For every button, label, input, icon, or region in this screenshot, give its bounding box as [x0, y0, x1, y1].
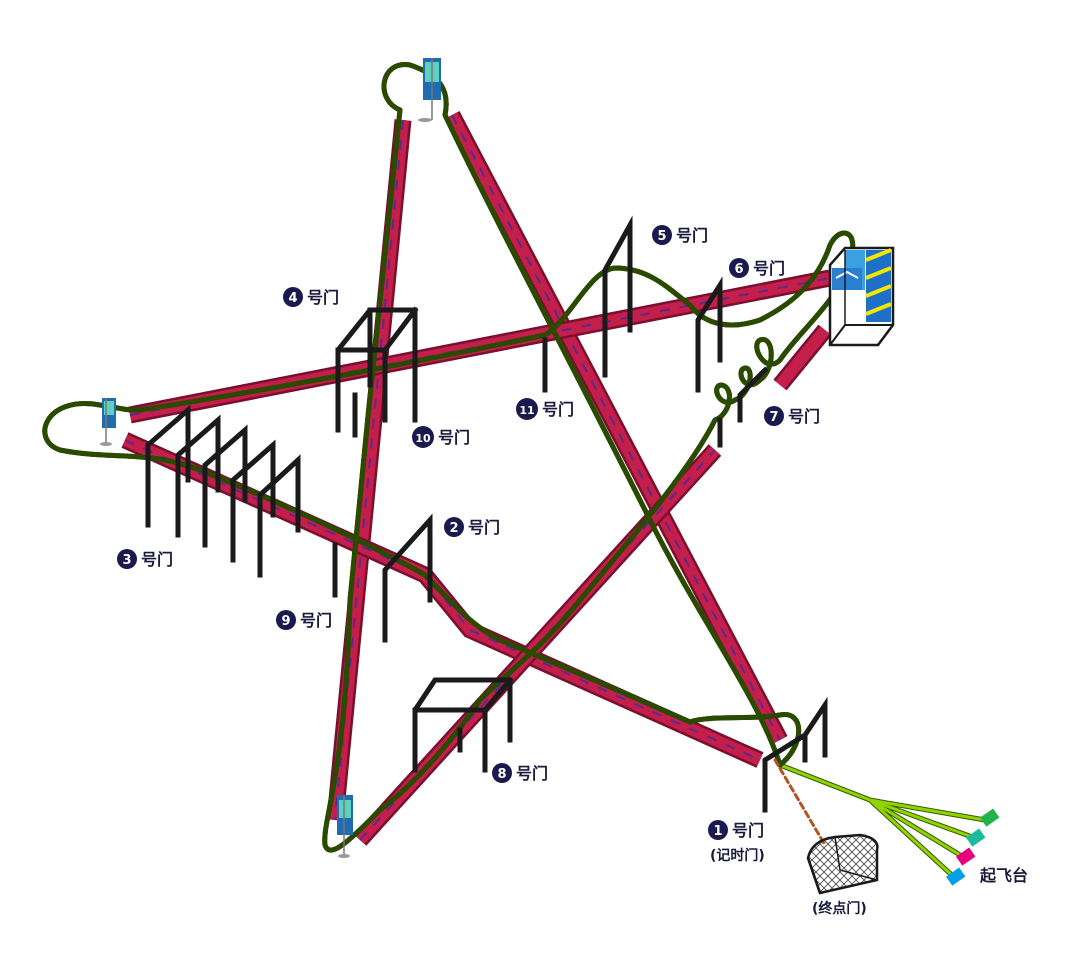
gate-1-text: 号门	[732, 821, 764, 840]
flag-banner-icon-left	[100, 398, 116, 446]
gate-structures	[145, 215, 828, 813]
launch-pad-label: 起飞台	[979, 866, 1028, 885]
gate-4-text: 号门	[307, 288, 339, 307]
track-strip-short-right	[773, 324, 832, 391]
gate-label-3: 3 号门	[117, 549, 173, 569]
flag-banner-icon-bottom	[337, 795, 353, 858]
gate-5-text: 号门	[676, 226, 708, 245]
gate-11-number: 11	[519, 404, 534, 417]
start-box-icon	[828, 246, 895, 347]
gate-label-4: 4 号门	[283, 287, 339, 307]
gate-8-text: 号门	[516, 764, 548, 783]
launch-pad-4	[946, 867, 966, 886]
launch-pads	[946, 808, 1000, 886]
gate-4-number: 4	[288, 291, 297, 306]
gate-label-8: 8 号门	[492, 763, 548, 783]
gate-6-text: 号门	[753, 259, 785, 278]
gate-8-frame	[412, 676, 514, 773]
track-strip-top-to-bottom-right	[444, 111, 788, 744]
gate-1-number: 1	[713, 824, 722, 839]
gate-2-number: 2	[449, 521, 458, 536]
gate-7-frame	[717, 366, 769, 448]
gate-label-11: 11 号门	[516, 398, 574, 420]
gate-10-number: 10	[415, 432, 431, 445]
gate-9-number: 9	[281, 614, 290, 629]
gate-label-5: 5 号门	[652, 225, 708, 245]
gate-4-frame	[335, 306, 419, 438]
gate-7-number: 7	[769, 410, 778, 425]
gate-label-10: 10 号门	[412, 426, 470, 448]
gate-label-2: 2 号门	[444, 517, 500, 537]
gate-5-frame	[542, 215, 633, 393]
gate-3-text: 号门	[141, 550, 173, 569]
gate-3-number: 3	[122, 553, 131, 568]
gate-3-frame	[145, 404, 301, 578]
track-strips	[121, 111, 832, 846]
finish-gate-label: (终点门)	[812, 900, 867, 917]
gate-1-subtext: (记时门)	[710, 847, 765, 864]
gate-11-text: 号门	[542, 400, 574, 419]
gate-6-frame	[695, 276, 723, 393]
flight-path	[45, 65, 988, 881]
gate-1-frame	[762, 696, 828, 813]
gate-6-number: 6	[734, 262, 743, 277]
gate-10-text: 号门	[438, 428, 470, 447]
gate-label-6: 6 号门	[729, 258, 785, 278]
launch-pad-1	[980, 808, 1000, 827]
launch-pad-3	[956, 847, 976, 866]
gate-label-7: 7 号门	[764, 406, 820, 426]
gate-2-frame	[332, 513, 433, 643]
gate-labels: 1 号门 (记时门) 2 号门 3 号门 4 号门 5 号门 6 号门	[117, 225, 1028, 917]
gate-5-number: 5	[657, 229, 666, 244]
gate-label-1: 1 号门 (记时门)	[708, 820, 765, 864]
gate-7-text: 号门	[788, 407, 820, 426]
flag-banner-icon-top	[418, 58, 441, 122]
gate-2-text: 号门	[468, 518, 500, 537]
goal-net-icon	[806, 833, 879, 895]
gate-8-number: 8	[497, 767, 506, 782]
launch-pad-2	[966, 828, 986, 847]
gate-label-9: 9 号门	[276, 610, 332, 630]
gate-9-text: 号门	[300, 611, 332, 630]
